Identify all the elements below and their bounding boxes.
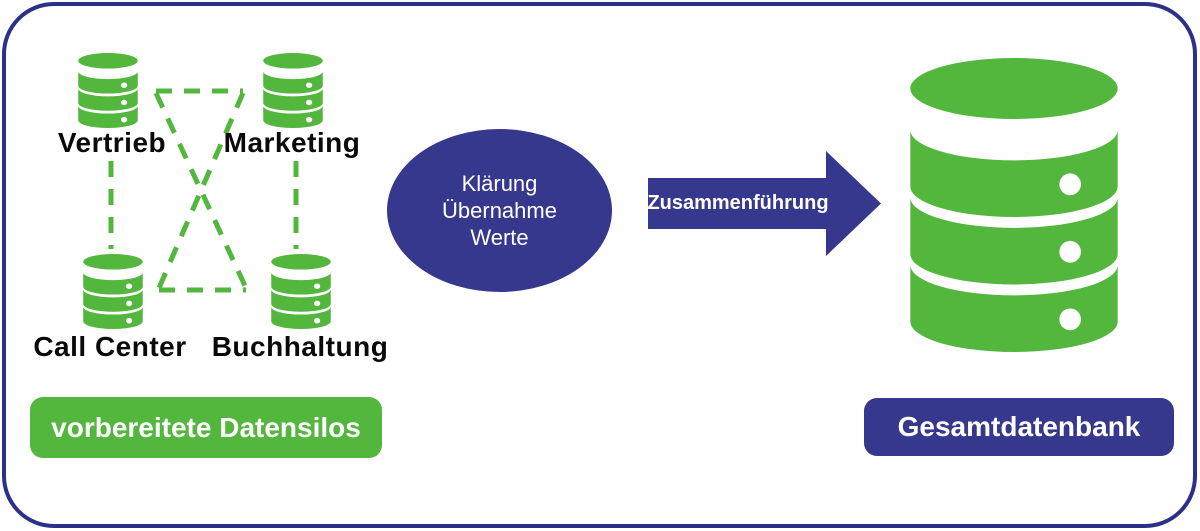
datensilos-caption-text: vorbereitete Datensilos	[51, 411, 361, 443]
merge-arrow-label: Zusammenführung	[647, 192, 829, 214]
database-icon	[271, 254, 331, 329]
dashed-line-diagonal-tl-br	[153, 91, 249, 290]
process-ellipse: Klärung Übernahme Werte	[387, 129, 612, 292]
database-icon	[83, 254, 143, 329]
process-line-3: Werte	[470, 225, 529, 250]
database-icon	[78, 53, 138, 128]
database-icon	[263, 53, 323, 128]
silo-label-call-center: Call Center	[33, 331, 187, 362]
process-line-2: Übernahme	[442, 198, 557, 223]
datensilos-caption-badge: vorbereitete Datensilos	[30, 397, 382, 458]
database-icon	[910, 58, 1118, 352]
silo-label-buchhaltung: Buchhaltung	[211, 331, 389, 362]
silo-label-marketing: Marketing	[223, 127, 361, 158]
process-line-1: Klärung	[461, 171, 538, 196]
gesamtdatenbank-caption-text: Gesamtdatenbank	[897, 411, 1141, 442]
silo-label-vertrieb: Vertrieb	[57, 127, 167, 158]
merge-arrow-icon	[648, 151, 881, 256]
gesamtdatenbank-caption-badge: Gesamtdatenbank	[864, 398, 1174, 456]
dashed-line-diagonal-tr-bl	[156, 92, 246, 289]
